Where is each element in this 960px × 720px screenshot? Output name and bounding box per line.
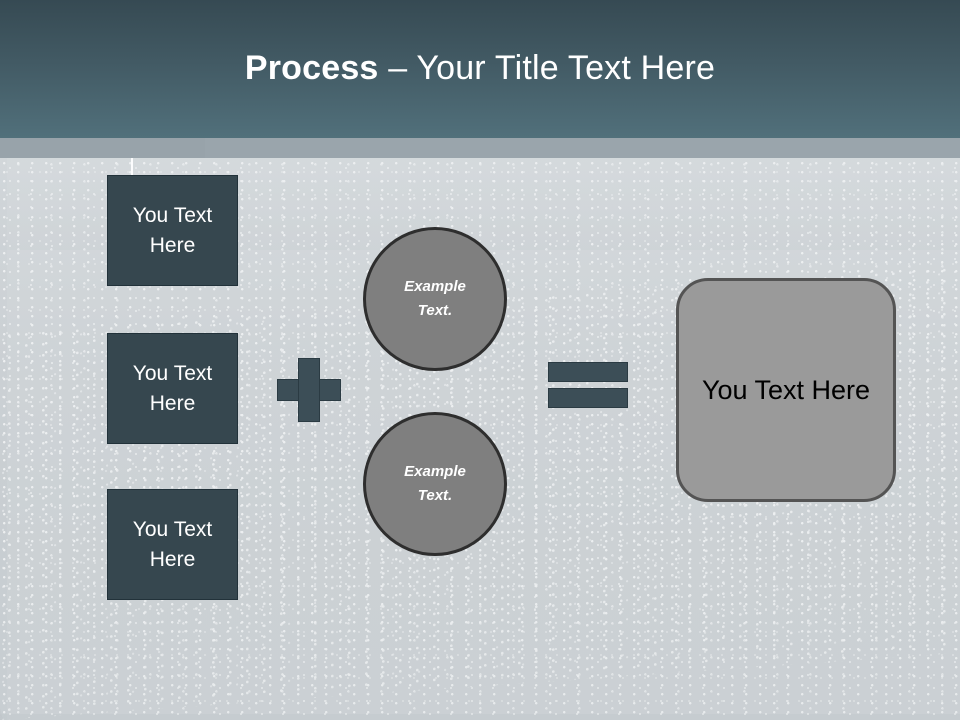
slide-title-rest: – Your Title Text Here <box>378 49 716 87</box>
plus-icon <box>277 358 341 422</box>
input-box-1[interactable]: You Text Here <box>107 175 238 286</box>
slide-header: Process – Your Title Text Here <box>0 0 960 138</box>
slide-title-strong: Process <box>244 49 379 87</box>
input-box-2-label: You Text Here <box>132 361 213 415</box>
example-circle-2-label: Example Text. <box>404 463 466 504</box>
header-accent-band <box>0 138 960 158</box>
input-box-1-label: You Text Here <box>132 203 213 257</box>
equals-icon-top-bar <box>548 362 628 382</box>
input-box-3-label: You Text Here <box>132 517 213 571</box>
input-box-3[interactable]: You Text Here <box>107 489 238 600</box>
header-accent-band-left <box>0 138 205 158</box>
equals-icon <box>548 362 628 408</box>
slide-title: Process – Your Title Text Here <box>0 48 960 88</box>
example-circle-1[interactable]: Example Text. <box>363 227 507 371</box>
input-box-2[interactable]: You Text Here <box>107 333 238 444</box>
equals-icon-bottom-bar <box>548 388 628 408</box>
example-circle-1-label: Example Text. <box>404 278 466 319</box>
background-antenna <box>131 138 133 182</box>
result-box-label: You Text Here <box>701 375 871 405</box>
example-circle-2[interactable]: Example Text. <box>363 412 507 556</box>
result-box[interactable]: You Text Here <box>676 278 896 502</box>
plus-icon-center-fill <box>299 380 319 400</box>
